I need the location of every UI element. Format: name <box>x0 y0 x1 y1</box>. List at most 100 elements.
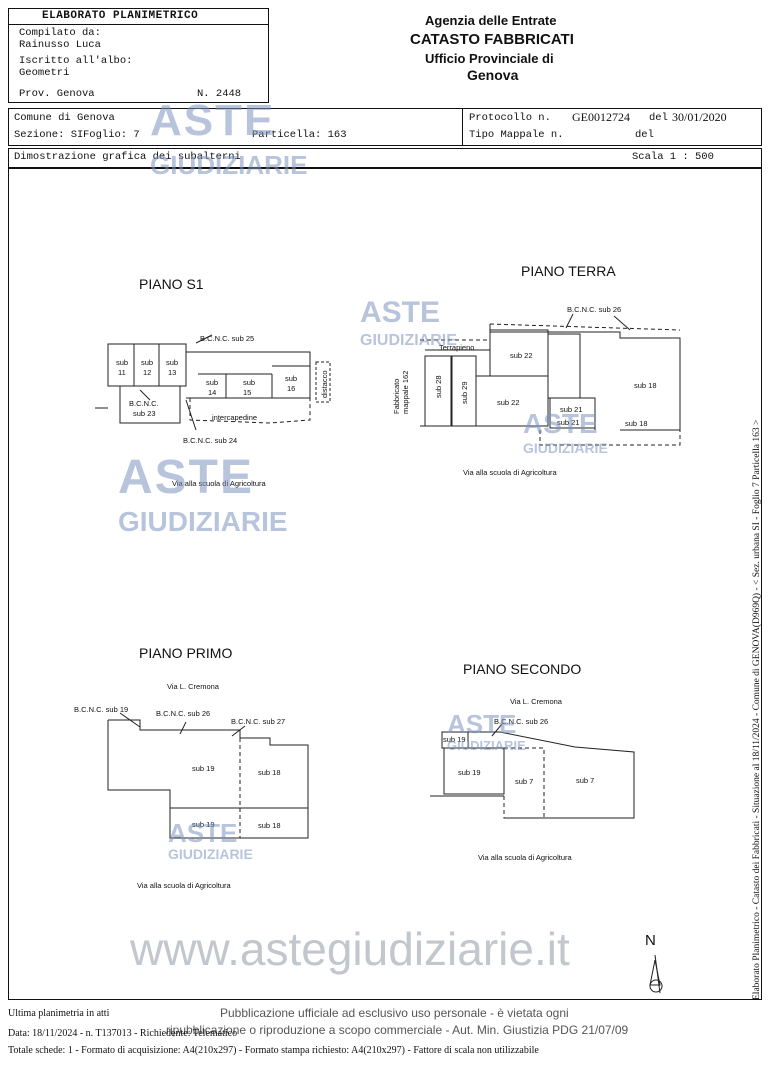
s1-bcnc25: B.C.N.C. sub 25 <box>200 334 255 343</box>
dimostrazione: Dimostrazione grafica dei subalterni <box>14 151 241 163</box>
header-title-rule <box>8 24 269 25</box>
plan-secondo-drawing <box>430 723 635 819</box>
agency-line3: Ufficio Provinciale di <box>425 51 554 66</box>
comune: Comune di Genova <box>14 112 115 124</box>
watermark-giudiziarie-3: GIUDIZIARIE <box>118 506 288 537</box>
protocollo-del: del <box>649 112 668 124</box>
secondo-sub7a: sub 7 <box>515 777 534 786</box>
s1-sub11a: sub <box>116 358 129 367</box>
s1-sub15a: sub <box>243 378 256 387</box>
protocollo-date: 30/01/2020 <box>672 110 727 124</box>
info-box-right <box>462 108 762 146</box>
compiled-name: Rainusso Luca <box>19 39 101 51</box>
primo-bcnc26: B.C.N.C. sub 26 <box>156 709 211 718</box>
s1-sub15b: 15 <box>243 388 252 397</box>
protocollo-label: Protocollo n. <box>469 112 551 124</box>
watermark-aste-1: ASTE <box>150 96 276 145</box>
plan-primo-title: PIANO PRIMO <box>139 645 233 661</box>
terra-sub22b: sub 22 <box>497 398 520 407</box>
protocollo-value: GE0012724 <box>572 110 630 124</box>
secondo-sub19a: sub 19 <box>443 735 466 744</box>
secondo-street: Via alla scuola di Agricoltura <box>478 853 572 862</box>
primo-sub18b: sub 18 <box>258 821 281 830</box>
primo-sub18a: sub 18 <box>258 768 281 777</box>
prov-label: Prov. Genova <box>19 88 95 100</box>
tipo-del: del <box>635 129 654 141</box>
foglio: Foglio: 7 <box>83 129 140 141</box>
watermark-aste-5: ASTE <box>447 709 517 739</box>
terra-sub22a: sub 22 <box>510 351 533 360</box>
terra-sub18b: sub 18 <box>625 419 648 428</box>
registered-label: Iscritto all'albo: <box>19 55 133 67</box>
watermark-aste-6: ASTE <box>168 818 238 848</box>
s1-intercapedine: intercapedine <box>212 413 258 422</box>
watermark-giudiziarie-2: GIUDIZIARIE <box>360 332 457 349</box>
footer-data: Data: 18/11/2024 - n. T137013 - Richiede… <box>8 1028 238 1039</box>
terra-sub29: sub 29 <box>460 381 469 404</box>
secondo-sub19b: sub 19 <box>458 768 481 777</box>
s1-distacco: distacco <box>320 370 329 398</box>
plan-s1-drawing <box>95 334 331 431</box>
agency-line2: CATASTO FABBRICATI <box>410 31 574 48</box>
particella: Particella: 163 <box>252 129 347 141</box>
primo-bcnc19: B.C.N.C. sub 19 <box>74 705 129 714</box>
footer-ultima: Ultima planimetria in atti <box>8 1008 110 1019</box>
primo-sub19b: sub 19 <box>192 820 215 829</box>
north-label: N <box>645 932 656 949</box>
s1-sub13b: 13 <box>168 368 177 377</box>
primo-street: Via alla scuola di Agricoltura <box>137 881 231 890</box>
watermark-giudiziarie-4: GIUDIZIARIE <box>523 440 608 456</box>
watermark-giudiziarie-5: GIUDIZIARIE <box>447 738 526 753</box>
watermark-aste-3: ASTE <box>118 451 255 504</box>
watermark-aste-2: ASTE <box>360 296 441 329</box>
s1-bcnc23a: B.C.N.C. <box>129 399 159 408</box>
primo-sub19a: sub 19 <box>192 764 215 773</box>
footer-pubblicazione-1: Pubblicazione ufficiale ad esclusivo uso… <box>220 1006 569 1020</box>
s1-sub14a: sub <box>206 378 219 387</box>
watermark-giudiziarie-6: GIUDIZIARIE <box>168 846 253 862</box>
s1-bcnc24: B.C.N.C. sub 24 <box>183 436 238 445</box>
terra-terrapieno: Terrapieno <box>439 343 475 352</box>
watermark-giudiziarie-1: GIUDIZIARIE <box>150 150 308 180</box>
s1-sub12b: 12 <box>143 368 152 377</box>
s1-sub16a: sub <box>285 374 298 383</box>
terra-sub28: sub 28 <box>434 375 443 398</box>
north-arrow-drawing <box>649 954 663 994</box>
s1-sub14b: 14 <box>208 388 217 397</box>
s1-street: Via alla scuola di Agricoltura <box>172 479 266 488</box>
terra-fabbricato: Fabbricato mappale 162 <box>392 370 410 414</box>
s1-sub13a: sub <box>166 358 179 367</box>
secondo-sub7b: sub 7 <box>576 776 595 785</box>
compiled-label: Compilato da: <box>19 27 101 39</box>
terra-sub18a: sub 18 <box>634 381 657 390</box>
secondo-bcnc26: B.C.N.C. sub 26 <box>494 717 549 726</box>
watermark-url: www.astegiudiziarie.it <box>130 923 570 975</box>
tipo-mappale: Tipo Mappale n. <box>469 129 564 141</box>
agency-line4: Genova <box>467 67 519 83</box>
plan-s1-title: PIANO S1 <box>139 276 204 292</box>
terra-bcnc26: B.C.N.C. sub 26 <box>567 305 622 314</box>
footer-totale: Totale schede: 1 - Formato di acquisizio… <box>8 1045 539 1056</box>
secondo-street-top: Via L. Cremona <box>510 697 562 706</box>
terra-sub21a: sub 21 <box>560 405 583 414</box>
header-title: ELABORATO PLANIMETRICO <box>42 10 199 22</box>
footer-pubblicazione-2: ripubblicazione o riproduzione a scopo c… <box>166 1023 629 1037</box>
watermark-aste-4: ASTE <box>523 408 598 439</box>
s1-sub11b: 11 <box>118 368 126 377</box>
side-text: Elaborato Planimetrico - Catasto dei Fab… <box>752 419 762 1000</box>
registration-number: N. 2448 <box>197 88 242 100</box>
dimostrazione-box <box>8 148 762 168</box>
registered-value: Geometri <box>19 67 70 79</box>
primo-bcnc27: B.C.N.C. sub 27 <box>231 717 286 726</box>
s1-sub12a: sub <box>141 358 154 367</box>
scala: Scala 1 : 500 <box>632 151 714 163</box>
plan-terra-drawing <box>420 313 681 446</box>
plan-terra-title: PIANO TERRA <box>521 263 616 279</box>
sezione: Sezione: SI <box>14 129 84 141</box>
terra-sub21b: sub 21 <box>557 418 580 427</box>
plan-primo-drawing <box>107 712 309 839</box>
plan-secondo-title: PIANO SECONDO <box>463 661 582 677</box>
s1-bcnc23b: sub 23 <box>133 409 156 418</box>
terra-street: Via alla scuola di Agricoltura <box>463 468 557 477</box>
